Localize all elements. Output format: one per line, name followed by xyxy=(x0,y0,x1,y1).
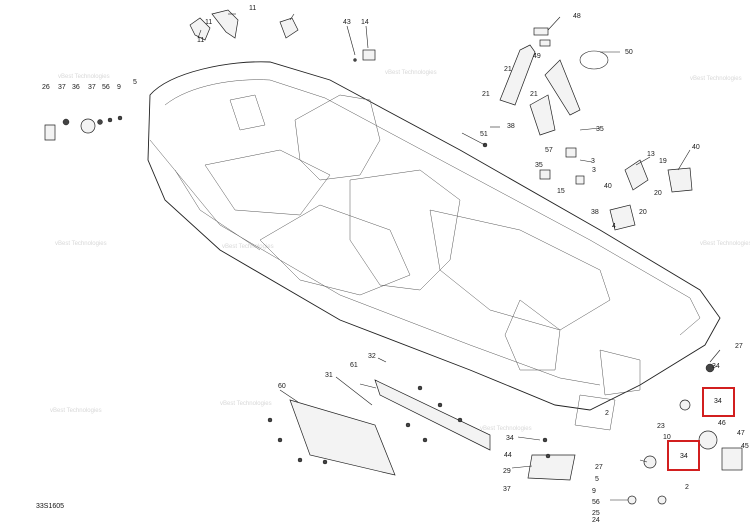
part-label-21[interactable]: 21 xyxy=(482,91,490,98)
part-label-34-highlighted[interactable]: 34 xyxy=(680,453,688,460)
diagram-reference-code: 33S1605 xyxy=(36,503,64,510)
part-label-35[interactable]: 35 xyxy=(596,126,604,133)
part-label-44[interactable]: 44 xyxy=(504,452,512,459)
part-label-56[interactable]: 56 xyxy=(592,499,600,506)
part-label-32[interactable]: 32 xyxy=(368,353,376,360)
part-label-27[interactable]: 27 xyxy=(595,464,603,471)
part-label-38[interactable]: 38 xyxy=(591,209,599,216)
right-fittings xyxy=(627,363,743,505)
part-label-11[interactable]: 11 xyxy=(205,19,212,26)
watermark: vBest Technologies xyxy=(55,241,107,247)
part-label-3[interactable]: 3 xyxy=(592,167,596,174)
left-parts xyxy=(44,115,123,141)
part-label-11[interactable]: 11 xyxy=(249,5,256,12)
part-label-2[interactable]: 2 xyxy=(685,484,689,491)
part-label-9[interactable]: 9 xyxy=(117,84,121,91)
watermark: vBest Technologies xyxy=(690,76,742,82)
part-label-27[interactable]: 27 xyxy=(735,343,743,350)
part-label-34[interactable]: 34 xyxy=(506,435,514,442)
leader-lines xyxy=(197,13,721,501)
watermark: vBest Technologies xyxy=(480,426,532,432)
part-label-46[interactable]: 46 xyxy=(718,420,726,427)
part-label-51[interactable]: 51 xyxy=(480,131,488,138)
part-label-35[interactable]: 35 xyxy=(535,162,543,169)
part-label-11[interactable]: 11 xyxy=(197,37,204,44)
watermark-group: vBest Technologies vBest Technologies vB… xyxy=(50,70,750,432)
part-label-21[interactable]: 21 xyxy=(530,91,538,98)
part-label-13[interactable]: 13 xyxy=(647,151,655,158)
part-label-40[interactable]: 40 xyxy=(692,144,700,151)
hull-body xyxy=(147,61,721,431)
part-label-40[interactable]: 40 xyxy=(604,183,612,190)
part-label-45[interactable]: 45 xyxy=(741,443,749,450)
part-label-49[interactable]: 49 xyxy=(533,53,541,60)
part-label-5[interactable]: 5 xyxy=(133,79,137,86)
watermark: vBest Technologies xyxy=(220,401,272,407)
part-label-21[interactable]: 21 xyxy=(504,66,512,73)
watermark: vBest Technologies xyxy=(222,244,274,250)
part-label-61[interactable]: 61 xyxy=(350,362,358,369)
watermark: vBest Technologies xyxy=(50,408,102,414)
part-label-60[interactable]: 60 xyxy=(278,383,286,390)
part-label-31[interactable]: 31 xyxy=(325,372,333,379)
part-label-20[interactable]: 20 xyxy=(639,209,647,216)
highlight-box-34-upper xyxy=(702,387,735,417)
part-label-3[interactable]: 3 xyxy=(591,158,595,165)
part-label-14[interactable]: 14 xyxy=(361,19,369,26)
part-label-23[interactable]: 23 xyxy=(657,423,665,430)
part-label-5[interactable]: 5 xyxy=(595,476,599,483)
part-label-2[interactable]: 2 xyxy=(605,410,609,417)
part-label-36[interactable]: 36 xyxy=(72,84,80,91)
part-label-25[interactable]: 25 xyxy=(592,510,600,517)
part-label-9[interactable]: 9 xyxy=(592,488,596,495)
part-label-34[interactable]: 34 xyxy=(712,363,720,370)
part-label-43[interactable]: 43 xyxy=(343,19,351,26)
part-label-37[interactable]: 37 xyxy=(503,486,511,493)
part-label-10[interactable]: 10 xyxy=(663,434,671,441)
part-label-34-highlighted[interactable]: 34 xyxy=(714,398,722,405)
part-label-26[interactable]: 26 xyxy=(42,84,50,91)
watermark: vBest Technologies xyxy=(385,70,437,76)
highlight-box-34-lower xyxy=(667,440,700,471)
part-label-20[interactable]: 20 xyxy=(654,190,662,197)
fasteners xyxy=(267,385,551,465)
part-label-19[interactable]: 19 xyxy=(659,158,667,165)
part-label-57[interactable]: 57 xyxy=(545,147,553,154)
part-label-48[interactable]: 48 xyxy=(573,13,581,20)
side-rails xyxy=(289,379,576,481)
part-label-37[interactable]: 37 xyxy=(58,84,66,91)
part-label-24[interactable]: 24 xyxy=(592,517,600,524)
watermark: vBest Technologies xyxy=(58,74,110,80)
top-bracket-parts xyxy=(189,9,693,231)
part-label-37[interactable]: 37 xyxy=(88,84,96,91)
part-label-38[interactable]: 38 xyxy=(507,123,515,130)
part-label-4[interactable]: 4 xyxy=(612,223,616,230)
part-label-47[interactable]: 47 xyxy=(737,430,745,437)
part-label-50[interactable]: 50 xyxy=(625,49,633,56)
watermark: vBest Technologies xyxy=(700,241,750,247)
part-label-56[interactable]: 56 xyxy=(102,84,110,91)
part-label-29[interactable]: 29 xyxy=(503,468,511,475)
part-label-15[interactable]: 15 xyxy=(557,188,565,195)
